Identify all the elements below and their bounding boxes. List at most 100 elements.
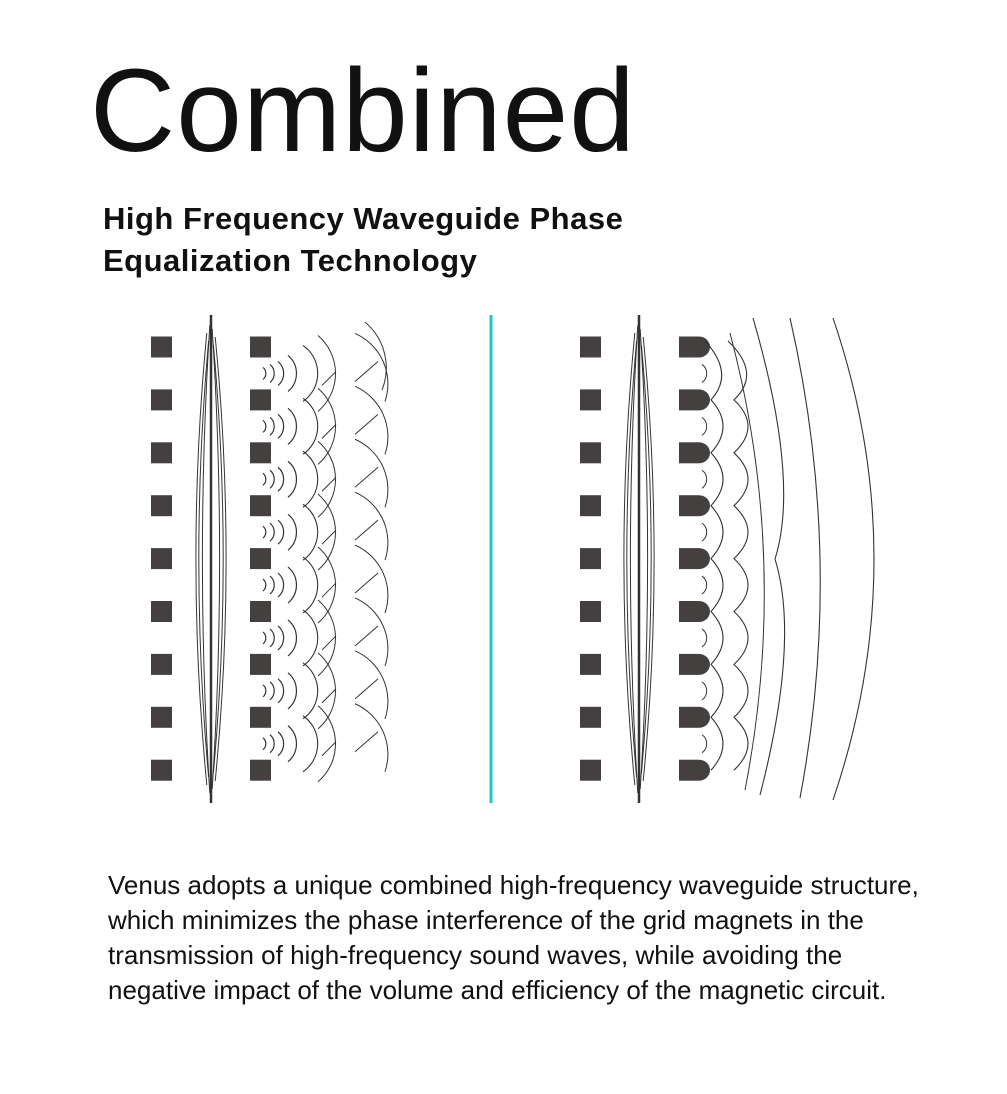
field-line <box>212 344 224 774</box>
sound-wave-arc <box>262 684 267 698</box>
interference-mark <box>354 361 379 382</box>
sound-wave-arc <box>701 416 708 436</box>
outer-magnet <box>580 389 601 411</box>
inner-magnet <box>250 495 271 517</box>
outer-magnet <box>580 548 601 570</box>
field-line <box>629 324 639 794</box>
inner-magnet <box>679 759 699 781</box>
sound-wave-arc <box>287 566 297 604</box>
sound-wave-arc <box>287 725 297 763</box>
sound-wave-arc <box>262 419 267 433</box>
sound-wave-arc <box>287 407 297 445</box>
sound-wave-arc <box>269 628 275 648</box>
interference-mark <box>354 731 379 753</box>
sound-wave-arc <box>701 469 708 489</box>
page-title: Combined <box>90 45 636 177</box>
outer-magnet <box>151 759 172 781</box>
interfering-wave-arc <box>317 705 336 783</box>
field-line <box>214 336 227 782</box>
interference-mark <box>321 688 337 704</box>
interfering-wave-arc <box>364 321 387 391</box>
sound-wave-arc <box>269 363 275 383</box>
outer-magnet <box>580 336 601 358</box>
outer-magnet <box>151 336 172 358</box>
merged-wavefront <box>727 340 749 771</box>
field-line <box>642 336 655 782</box>
field-line <box>198 340 210 778</box>
sound-wave-arc <box>701 522 708 542</box>
field-line <box>211 328 221 790</box>
sound-wave-arc <box>302 609 319 667</box>
waveguide-cap <box>699 442 710 464</box>
outer-magnet <box>151 495 172 517</box>
sound-wave-arc <box>277 466 285 492</box>
interfering-wave-arc <box>317 652 336 730</box>
sound-wave-arc <box>269 522 275 542</box>
sound-wave-arc <box>302 715 319 773</box>
interfering-wave-arc <box>354 385 389 455</box>
interference-mark <box>321 529 337 545</box>
interfering-wave-arc <box>317 599 336 677</box>
sound-wave-arc <box>269 469 275 489</box>
waveguide-cap <box>699 336 710 358</box>
sound-wave-arc <box>287 672 297 710</box>
outer-magnet <box>151 389 172 411</box>
inner-magnet <box>250 442 271 464</box>
sound-wave-arc <box>302 344 319 402</box>
sound-wave-arc <box>277 572 285 598</box>
description-text: Venus adopts a unique combined high-freq… <box>108 870 919 1005</box>
interfering-wave-arc <box>354 703 389 772</box>
interfering-wave-arc <box>317 440 336 518</box>
field-line <box>195 332 208 786</box>
sound-wave-arc <box>701 681 708 701</box>
sound-wave-arc <box>277 731 285 757</box>
sound-wave-arc <box>302 556 319 614</box>
inner-magnet <box>250 336 271 358</box>
inner-magnet <box>679 548 699 570</box>
conventional-panel <box>151 315 389 803</box>
inner-magnet <box>250 759 271 781</box>
sound-wave-arc <box>269 734 275 754</box>
sound-wave-arc <box>277 519 285 545</box>
inner-magnet <box>250 389 271 411</box>
inner-magnet <box>679 389 699 411</box>
waveguide-cap <box>699 548 710 570</box>
sound-wave-arc <box>287 619 297 657</box>
outer-magnet <box>580 706 601 728</box>
sound-wave-arc <box>269 681 275 701</box>
merged-wavefront <box>729 332 765 791</box>
sound-wave-arc <box>262 366 267 380</box>
sound-wave-arc <box>262 578 267 592</box>
outer-magnet <box>580 653 601 675</box>
sound-wave-arc <box>262 525 267 539</box>
sound-wave-arc <box>302 662 319 720</box>
inner-magnet <box>679 601 699 622</box>
waveguide-cap <box>699 389 710 411</box>
sound-wave-arc <box>277 678 285 704</box>
sound-wave-arc <box>269 575 275 595</box>
inner-magnet <box>679 442 699 464</box>
sound-wave-arc <box>701 364 708 383</box>
interfering-wave-arc <box>354 332 389 402</box>
sound-wave-arc <box>287 354 297 392</box>
sound-wave-arc <box>701 734 708 754</box>
inner-magnet <box>679 706 699 728</box>
plane-wavefront <box>789 317 821 799</box>
interfering-wave-arc <box>317 493 336 571</box>
field-line <box>640 344 652 774</box>
interference-mark <box>354 519 379 541</box>
interference-mark <box>321 423 337 439</box>
interfering-wave-arc <box>354 438 389 508</box>
outer-magnet <box>151 548 172 570</box>
subtitle: High Frequency Waveguide Phase Equalizat… <box>103 201 624 278</box>
sound-wave-arc <box>701 628 708 648</box>
interference-mark <box>354 625 379 647</box>
outer-magnet <box>580 442 601 464</box>
inner-magnet <box>679 336 699 358</box>
sound-wave-arc <box>277 625 285 651</box>
merged-wavefront <box>704 340 724 771</box>
interfering-wave-arc <box>354 491 389 561</box>
inner-magnet <box>250 653 271 675</box>
outer-magnet <box>151 442 172 464</box>
interference-mark <box>321 741 337 757</box>
